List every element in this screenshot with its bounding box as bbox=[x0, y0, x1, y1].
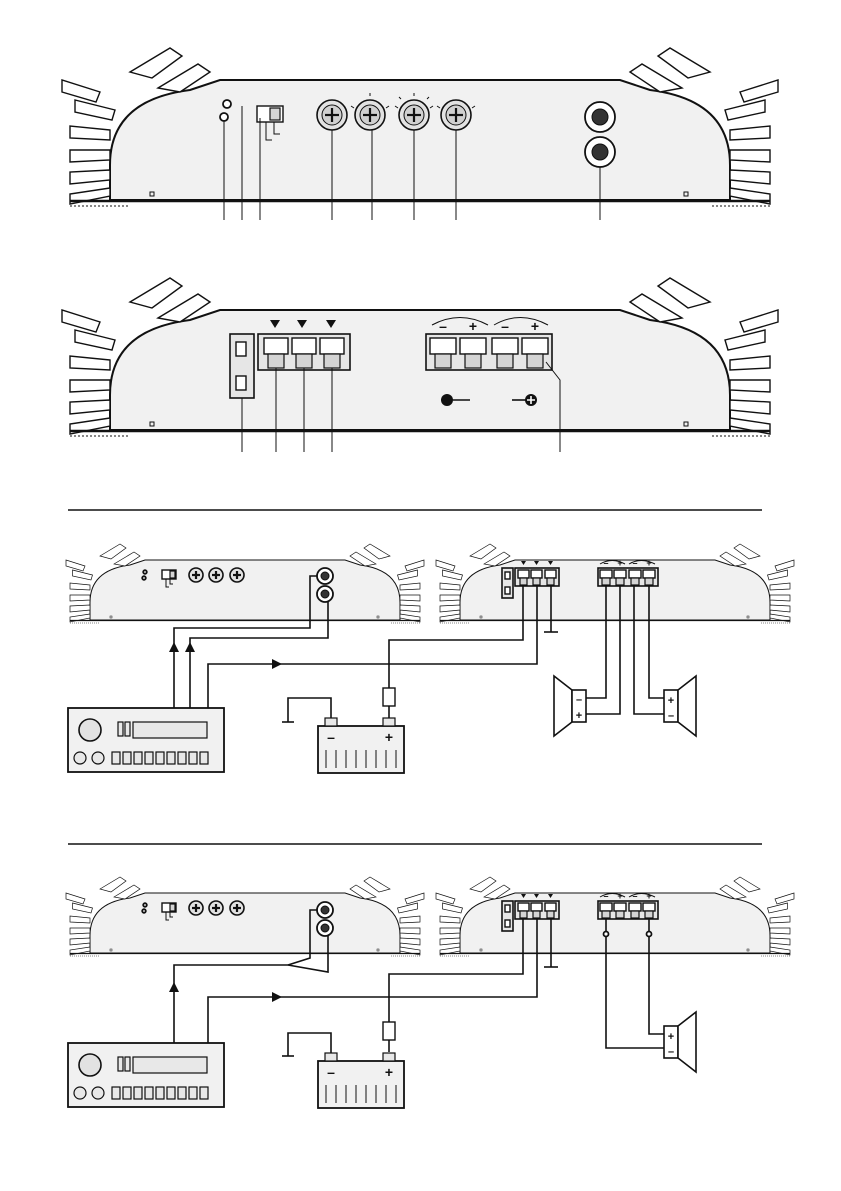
knob-icon[interactable] bbox=[317, 100, 347, 130]
plus-sign: + bbox=[385, 1064, 393, 1080]
battery-icon: – + bbox=[318, 718, 404, 773]
fuse-icon bbox=[383, 688, 395, 706]
minus-sign: – bbox=[668, 1046, 674, 1058]
rca-jack-icon[interactable] bbox=[585, 137, 615, 167]
front-panel bbox=[62, 48, 778, 220]
speaker-icon: – + bbox=[554, 676, 586, 736]
speaker-icon: + – bbox=[664, 676, 696, 736]
minus-sign: – bbox=[576, 694, 582, 706]
rear-panel: – + – + bbox=[62, 278, 778, 452]
plus-sign: + bbox=[531, 318, 539, 334]
minus-sign: – bbox=[327, 1064, 335, 1080]
plus-sign: + bbox=[385, 729, 393, 745]
fuse-icon bbox=[230, 334, 254, 398]
minus-sign: – bbox=[501, 318, 509, 334]
bridged-wiring: – + – + bbox=[66, 877, 794, 1108]
plus-sign: + bbox=[617, 891, 622, 901]
battery-icon: – + bbox=[318, 1053, 404, 1108]
led-icon bbox=[220, 113, 228, 121]
minus-polarity-icon bbox=[441, 394, 453, 406]
rca-jack-icon[interactable] bbox=[585, 102, 615, 132]
minus-sign: – bbox=[668, 710, 674, 722]
head-unit-icon bbox=[68, 708, 224, 772]
plus-sign: + bbox=[668, 695, 674, 707]
plus-sign: + bbox=[668, 1031, 674, 1043]
plus-sign: + bbox=[646, 558, 651, 568]
plus-sign: + bbox=[646, 891, 651, 901]
speaker-icon: + – bbox=[664, 1012, 696, 1072]
fuse-icon bbox=[383, 1022, 395, 1040]
minus-sign: – bbox=[603, 891, 608, 901]
head-unit-icon bbox=[68, 1043, 224, 1107]
minus-sign: – bbox=[632, 558, 637, 568]
stereo-wiring: – + – + – bbox=[66, 544, 794, 773]
led-icon bbox=[223, 100, 231, 108]
plus-sign: + bbox=[617, 558, 622, 568]
plus-sign: + bbox=[469, 318, 477, 334]
minus-sign: – bbox=[439, 318, 447, 334]
minus-sign: – bbox=[327, 729, 335, 745]
minus-sign: – bbox=[603, 558, 608, 568]
plus-sign: + bbox=[576, 710, 582, 722]
minus-sign: – bbox=[632, 891, 637, 901]
